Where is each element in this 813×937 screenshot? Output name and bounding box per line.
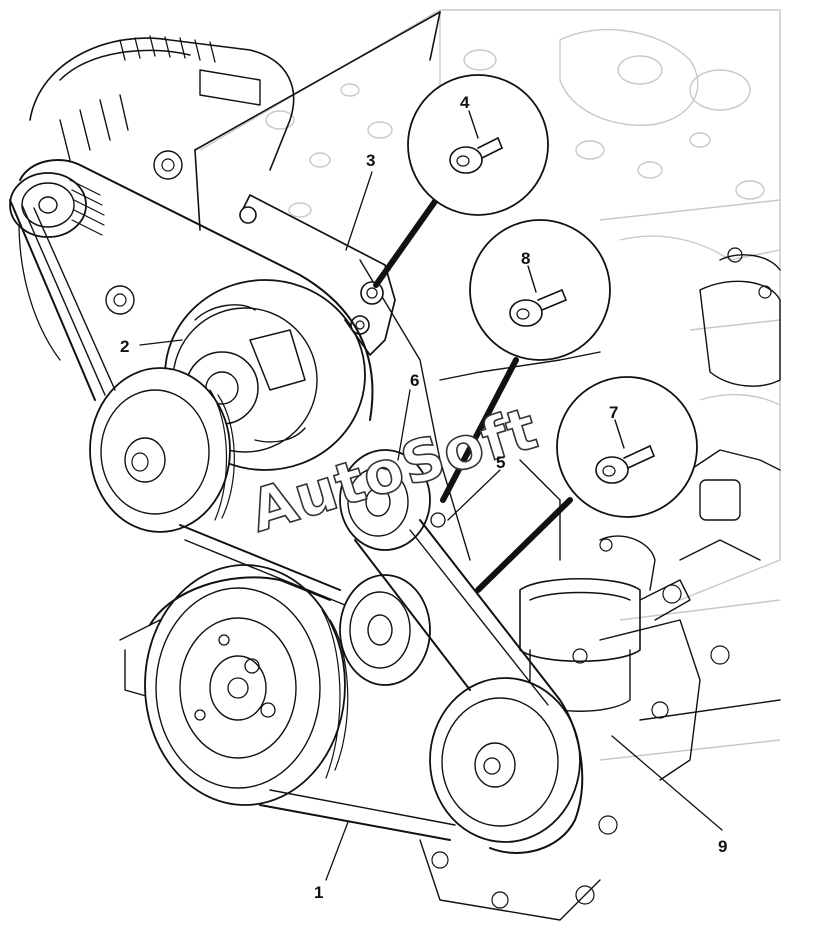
crankshaft-pulley <box>144 564 349 806</box>
tensioner-pulley <box>339 449 446 551</box>
idler-pulley-lower <box>339 574 431 686</box>
callout-7: 7 <box>609 403 618 422</box>
oil-filter-housing <box>519 535 691 712</box>
flange-bolt-4-icon <box>449 137 503 174</box>
callout-2: 2 <box>120 337 129 356</box>
callout-5: 5 <box>496 453 505 472</box>
engine-block-background <box>199 9 781 761</box>
callout-1: 1 <box>314 883 323 902</box>
tensioner-bracket <box>239 194 396 356</box>
bolt-detail-8 <box>440 219 611 503</box>
engine-block <box>119 11 781 921</box>
bolt-detail-4 <box>373 74 549 288</box>
accessory-drive-belt <box>9 159 584 854</box>
alternator-pulley <box>9 172 105 238</box>
compressor-pulley <box>429 677 581 843</box>
idler-pulley-left <box>89 367 235 533</box>
callout-6: 6 <box>410 371 419 390</box>
leader-lines <box>139 171 723 881</box>
flange-bolt-8-icon <box>509 289 567 327</box>
bolt-detail-7 <box>475 376 698 593</box>
callout-8: 8 <box>521 249 530 268</box>
flange-bolt-7-icon <box>595 445 655 484</box>
callout-9: 9 <box>718 837 727 856</box>
callout-3: 3 <box>366 151 375 170</box>
callout-labels: 1 2 3 4 5 6 7 8 9 <box>120 93 727 902</box>
callout-4: 4 <box>460 93 470 112</box>
alternator <box>18 35 295 361</box>
